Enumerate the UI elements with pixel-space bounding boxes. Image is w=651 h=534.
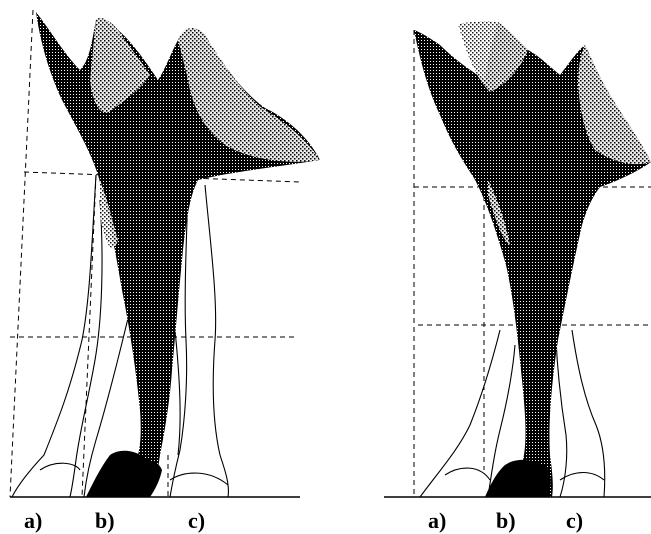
- right-label-c: c): [566, 508, 583, 533]
- left-body-light: [90, 18, 320, 249]
- right-body-dark: [414, 22, 651, 497]
- right-leg-a-outline: [419, 329, 516, 498]
- right-panel: a) b) c): [384, 21, 651, 533]
- right-body-light: [458, 21, 651, 246]
- right-hoof: [485, 459, 551, 497]
- left-panel: a) b) c): [9, 9, 320, 533]
- right-label-b: b): [496, 508, 516, 533]
- left-body-dark: [36, 12, 320, 497]
- left-leg-a-outline: [11, 174, 103, 498]
- left-hoof: [86, 450, 162, 497]
- left-label-a: a): [24, 508, 42, 533]
- left-label-c: c): [188, 508, 205, 533]
- left-leg-c-outline: [169, 184, 229, 498]
- left-leg-b-outline: [83, 309, 181, 498]
- right-leg-c-outline: [555, 329, 606, 498]
- right-label-a: a): [428, 508, 446, 533]
- left-label-b: b): [95, 508, 115, 533]
